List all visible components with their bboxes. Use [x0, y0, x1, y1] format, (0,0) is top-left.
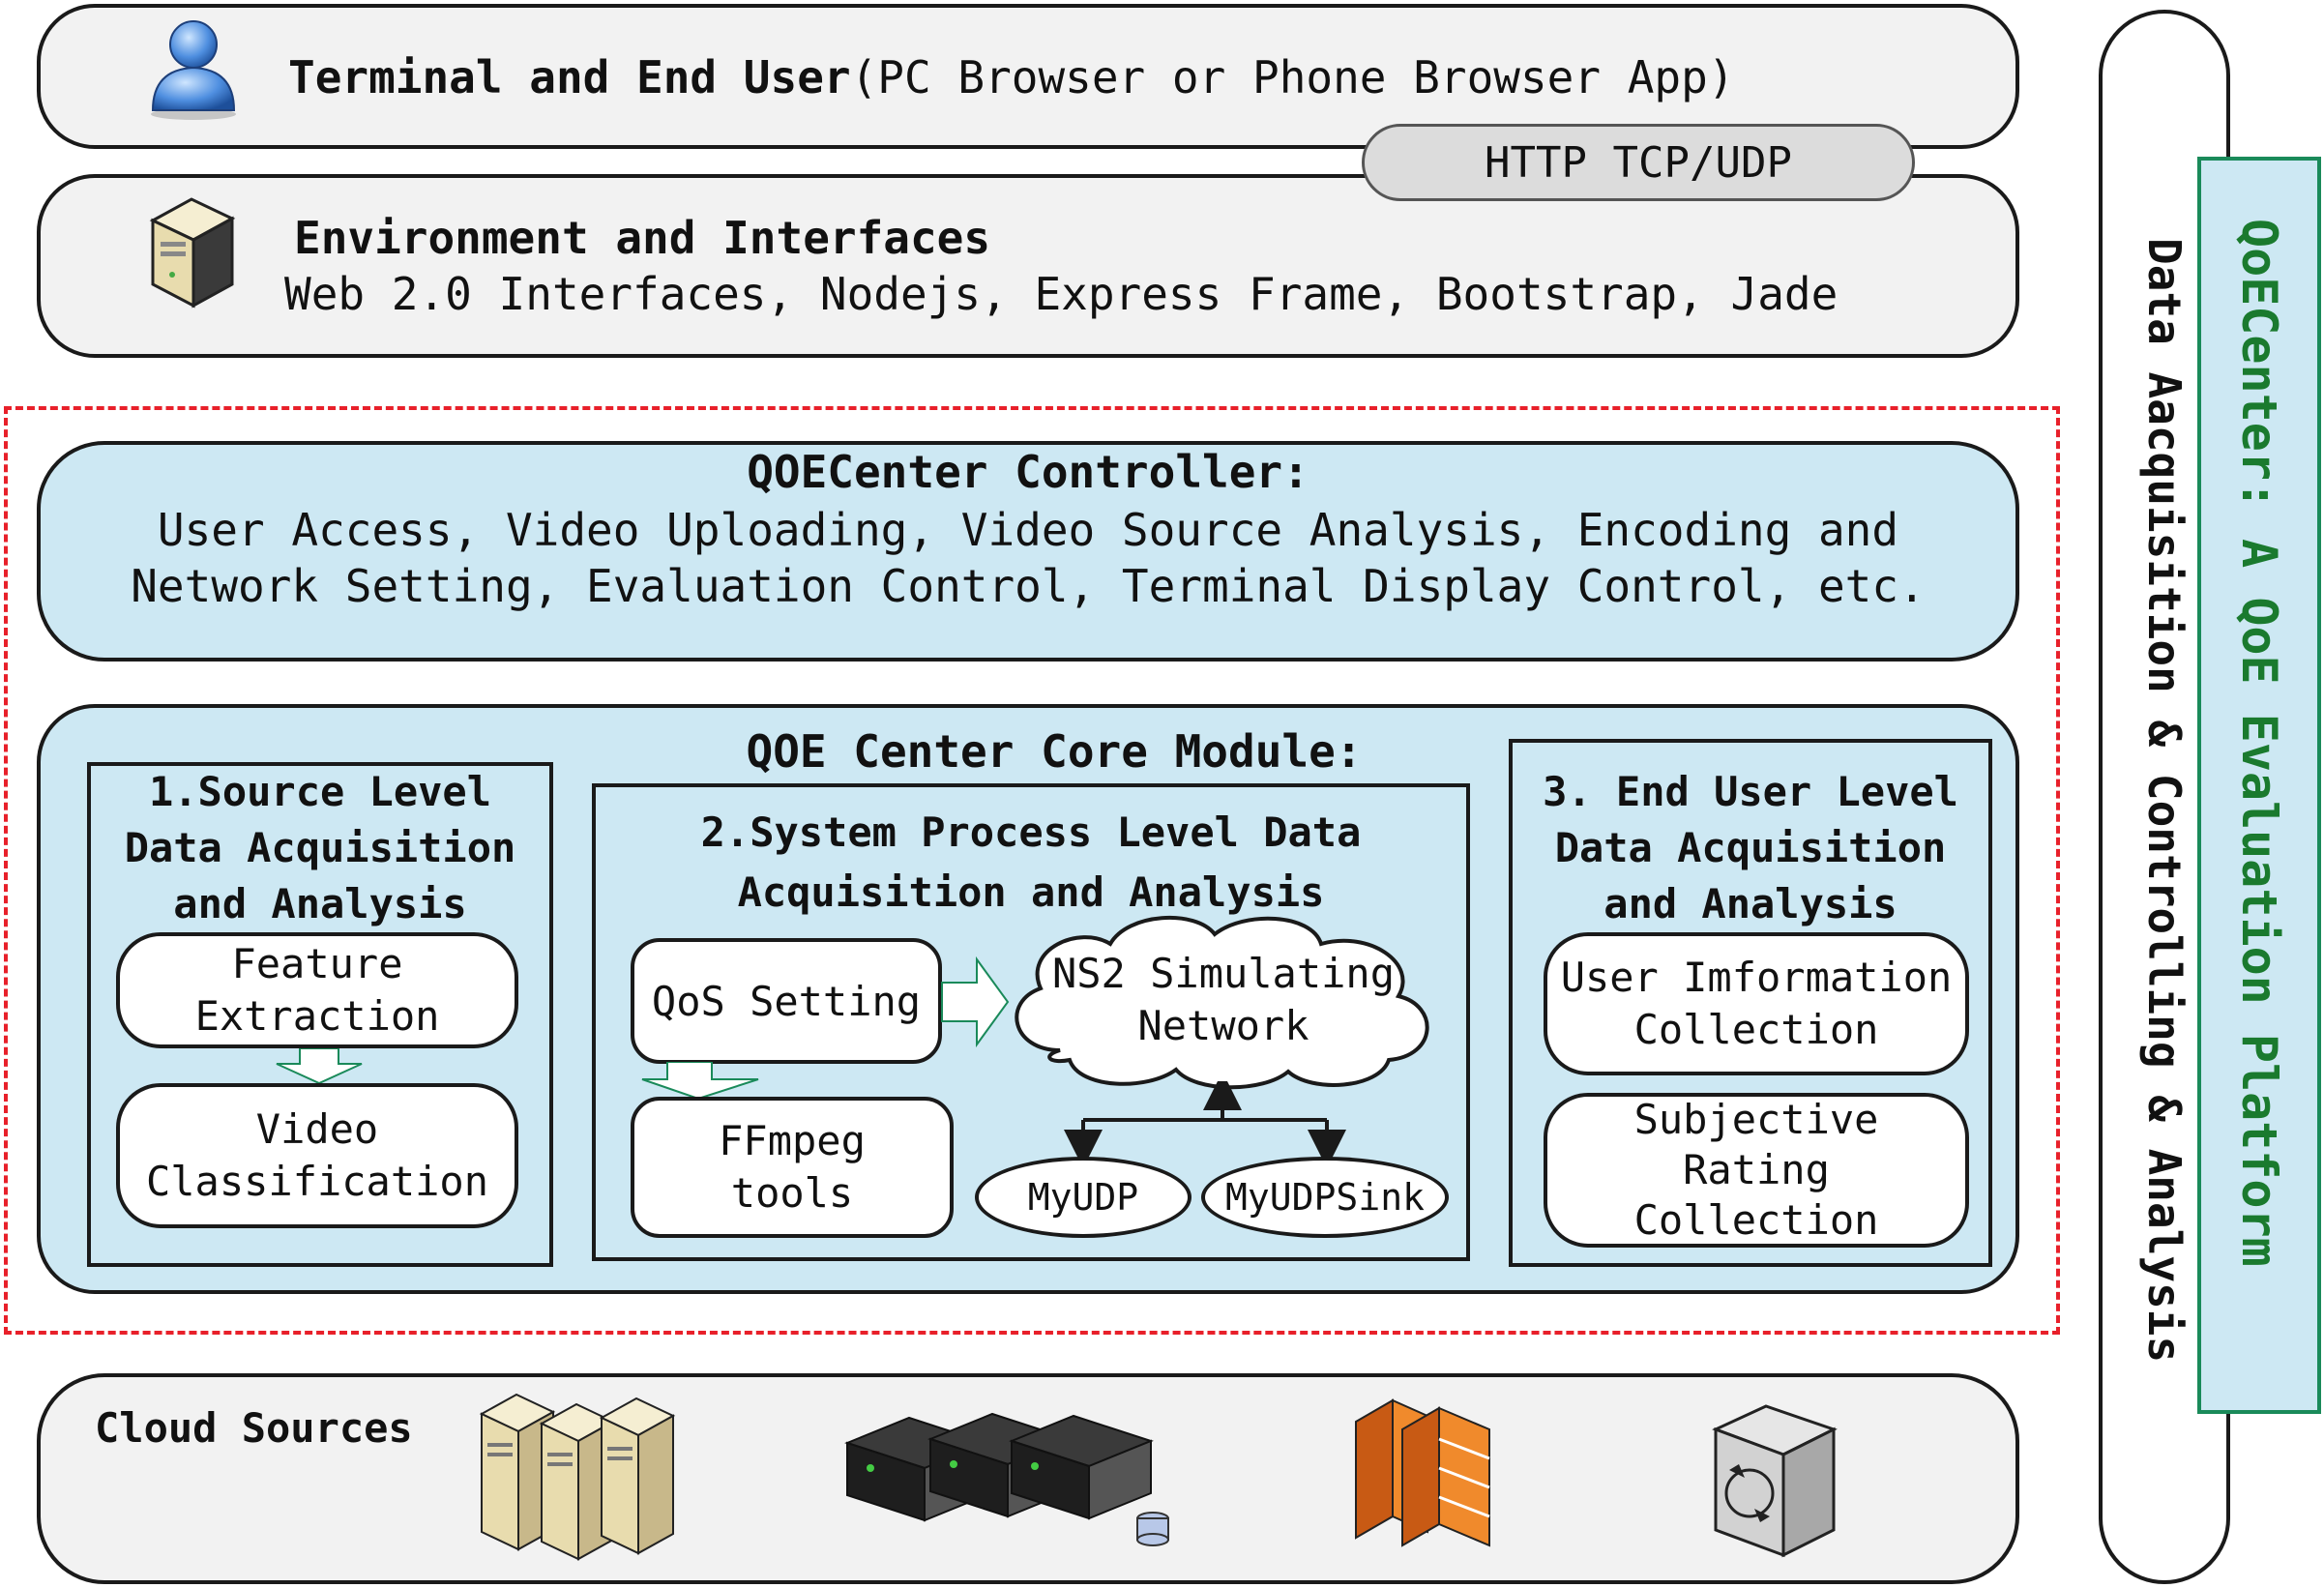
cloud-title: Cloud Sources — [95, 1404, 413, 1452]
qos-label: QoS Setting — [651, 977, 922, 1025]
router-icon — [1712, 1404, 1838, 1558]
source-line1: 1.Source Level — [148, 768, 491, 815]
server-icon — [149, 197, 236, 309]
source-level-title: 1.Source Level Data Acquisition and Anal… — [87, 764, 553, 932]
ns2-label: NS2 Simulating Network — [1025, 948, 1422, 1052]
video-line2: Classification — [145, 1158, 488, 1205]
connector-lines — [1064, 1081, 1346, 1159]
feature-line2: Extraction — [194, 992, 440, 1040]
video-classification-box: Video Classification — [116, 1083, 518, 1228]
source-line3: and Analysis — [173, 880, 467, 927]
sidebar-outer-label: Data Aacquisition & Controlling & Analys… — [2138, 238, 2191, 1364]
subjective-rating-box: Subjective Rating Collection — [1544, 1093, 1969, 1248]
info-line2: Collection — [1633, 1006, 1879, 1053]
environment-title: Environment and Interfaces — [294, 212, 991, 264]
system-line2: Acquisition and Analysis — [737, 868, 1325, 916]
myudpsink-label: MyUDPSink — [1225, 1176, 1425, 1219]
environment-layer — [37, 174, 2019, 358]
ns2-line1: NS2 Simulating — [1051, 950, 1395, 997]
controller-line1: User Access, Video Uploading, Video Sour… — [157, 504, 1899, 556]
ffmpeg-line1: FFmpeg — [719, 1117, 866, 1164]
down-arrow-icon — [276, 1048, 363, 1085]
myudp-node: MyUDP — [975, 1157, 1191, 1238]
protocol-badge: HTTP TCP/UDP — [1362, 124, 1915, 201]
video-line1: Video — [255, 1105, 379, 1153]
feature-extraction-box: Feature Extraction — [116, 932, 518, 1048]
controller-layer — [37, 441, 2019, 662]
enduser-line1: 3. End User Level — [1543, 768, 1958, 815]
controller-title: QOECenter Controller: — [747, 446, 1309, 498]
myudp-label: MyUDP — [1027, 1176, 1139, 1219]
source-line2: Data Acquisition — [124, 824, 516, 871]
rack-server-icon — [844, 1412, 1169, 1546]
terminal-subtitle: (PC Browser or Phone Browser App) — [850, 51, 1735, 103]
down-arrow-icon — [641, 1062, 759, 1101]
terminal-title: Terminal and End User(PC Browser or Phon… — [288, 48, 1735, 106]
ns2-cloud-icon — [1015, 915, 1429, 1090]
enduser-line2: Data Acquisition — [1554, 824, 1947, 871]
ffmpeg-box: FFmpeg tools — [631, 1097, 954, 1238]
enduser-line3: and Analysis — [1603, 880, 1897, 927]
firewall-icon — [1355, 1398, 1490, 1547]
feature-line1: Feature — [231, 940, 403, 987]
info-line1: User Imformation — [1560, 954, 1953, 1001]
myudpsink-node: MyUDPSink — [1201, 1157, 1449, 1238]
right-arrow-icon — [941, 956, 1010, 1048]
controller-line2: Network Setting, Evaluation Control, Ter… — [131, 560, 1926, 612]
core-title: QOE Center Core Module: — [746, 725, 1363, 778]
system-line1: 2.System Process Level Data — [700, 809, 1362, 856]
ns2-line2: Network — [1137, 1002, 1309, 1049]
subj-line3: Collection — [1633, 1196, 1879, 1244]
system-level-title: 2.System Process Level Data Acquisition … — [592, 803, 1470, 923]
terminal-title-text: Terminal and End User — [288, 51, 851, 103]
user-icon — [151, 20, 236, 120]
terminal-layer — [37, 4, 2019, 149]
ffmpeg-line2: tools — [730, 1169, 854, 1217]
protocol-label: HTTP TCP/UDP — [1485, 137, 1792, 188]
server-tower-icon — [479, 1393, 676, 1561]
enduser-level-title: 3. End User Level Data Acquisition and A… — [1509, 764, 1992, 932]
user-info-box: User Imformation Collection — [1544, 932, 1969, 1075]
core-boundary — [4, 406, 2060, 1335]
platform-box — [2197, 157, 2321, 1414]
subj-line2: Rating — [1683, 1146, 1830, 1193]
subj-line1: Subjective — [1633, 1096, 1879, 1143]
qos-setting-box: QoS Setting — [631, 938, 942, 1064]
environment-details: Web 2.0 Interfaces, Nodejs, Express Fram… — [284, 268, 1839, 320]
platform-label: QoECenter: A QoE Evaluation Platform — [2231, 219, 2287, 1267]
